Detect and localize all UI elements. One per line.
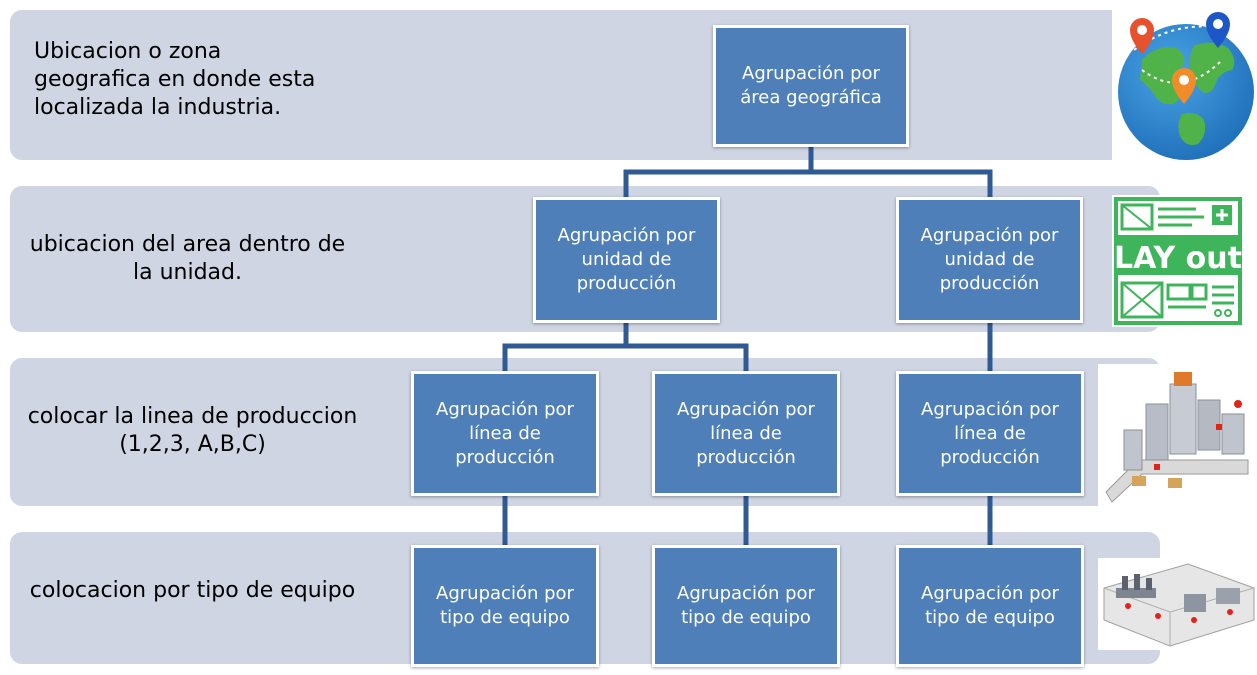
node-linea-produccion-3: Agrupación por línea de producción: [896, 371, 1084, 496]
level-label-equipment: colocacion por tipo de equipo: [29, 578, 356, 603]
node-area-geografica: Agrupación por área geográfica: [713, 25, 909, 147]
node-label: Agrupación por línea de producción: [677, 398, 815, 468]
node-label: Agrupación por tipo de equipo: [436, 583, 574, 628]
node-label: Agrupación por línea de producción: [436, 398, 574, 468]
level-label-unit: ubicacion del area dentro de la unidad.: [29, 232, 346, 285]
node-label: Agrupación por unidad de producción: [920, 225, 1059, 294]
node-label: Agrupación por línea de producción: [921, 398, 1059, 468]
node-linea-produccion-2: Agrupación por línea de producción: [652, 371, 840, 496]
globe-map-icon: [1112, 10, 1257, 160]
node-unidad-produccion-2: Agrupación por unidad de producción: [896, 197, 1083, 323]
node-label: Agrupación por tipo de equipo: [921, 583, 1059, 628]
layout-icon: LAY out: [1112, 195, 1244, 327]
layout-icon-text: LAY out: [1114, 241, 1242, 276]
equipment-plant-icon: [1098, 558, 1257, 650]
node-label: Agrupación por tipo de equipo: [677, 583, 815, 628]
node-tipo-equipo-2: Agrupación por tipo de equipo: [652, 545, 840, 667]
node-tipo-equipo-1: Agrupación por tipo de equipo: [411, 545, 599, 667]
production-line-icon: [1098, 364, 1257, 512]
node-label: Agrupación por área geográfica: [740, 63, 882, 108]
node-label: Agrupación por unidad de producción: [557, 225, 696, 294]
level-band-geographic: [10, 10, 1160, 160]
level-label-geographic: Ubicacion o zona geografica en donde est…: [34, 39, 316, 120]
node-linea-produccion-1: Agrupación por línea de producción: [411, 371, 599, 496]
level-label-line: colocar la linea de produccion (1,2,3, A…: [27, 404, 358, 457]
node-unidad-produccion-1: Agrupación por unidad de producción: [533, 197, 720, 323]
node-tipo-equipo-3: Agrupación por tipo de equipo: [896, 545, 1084, 667]
